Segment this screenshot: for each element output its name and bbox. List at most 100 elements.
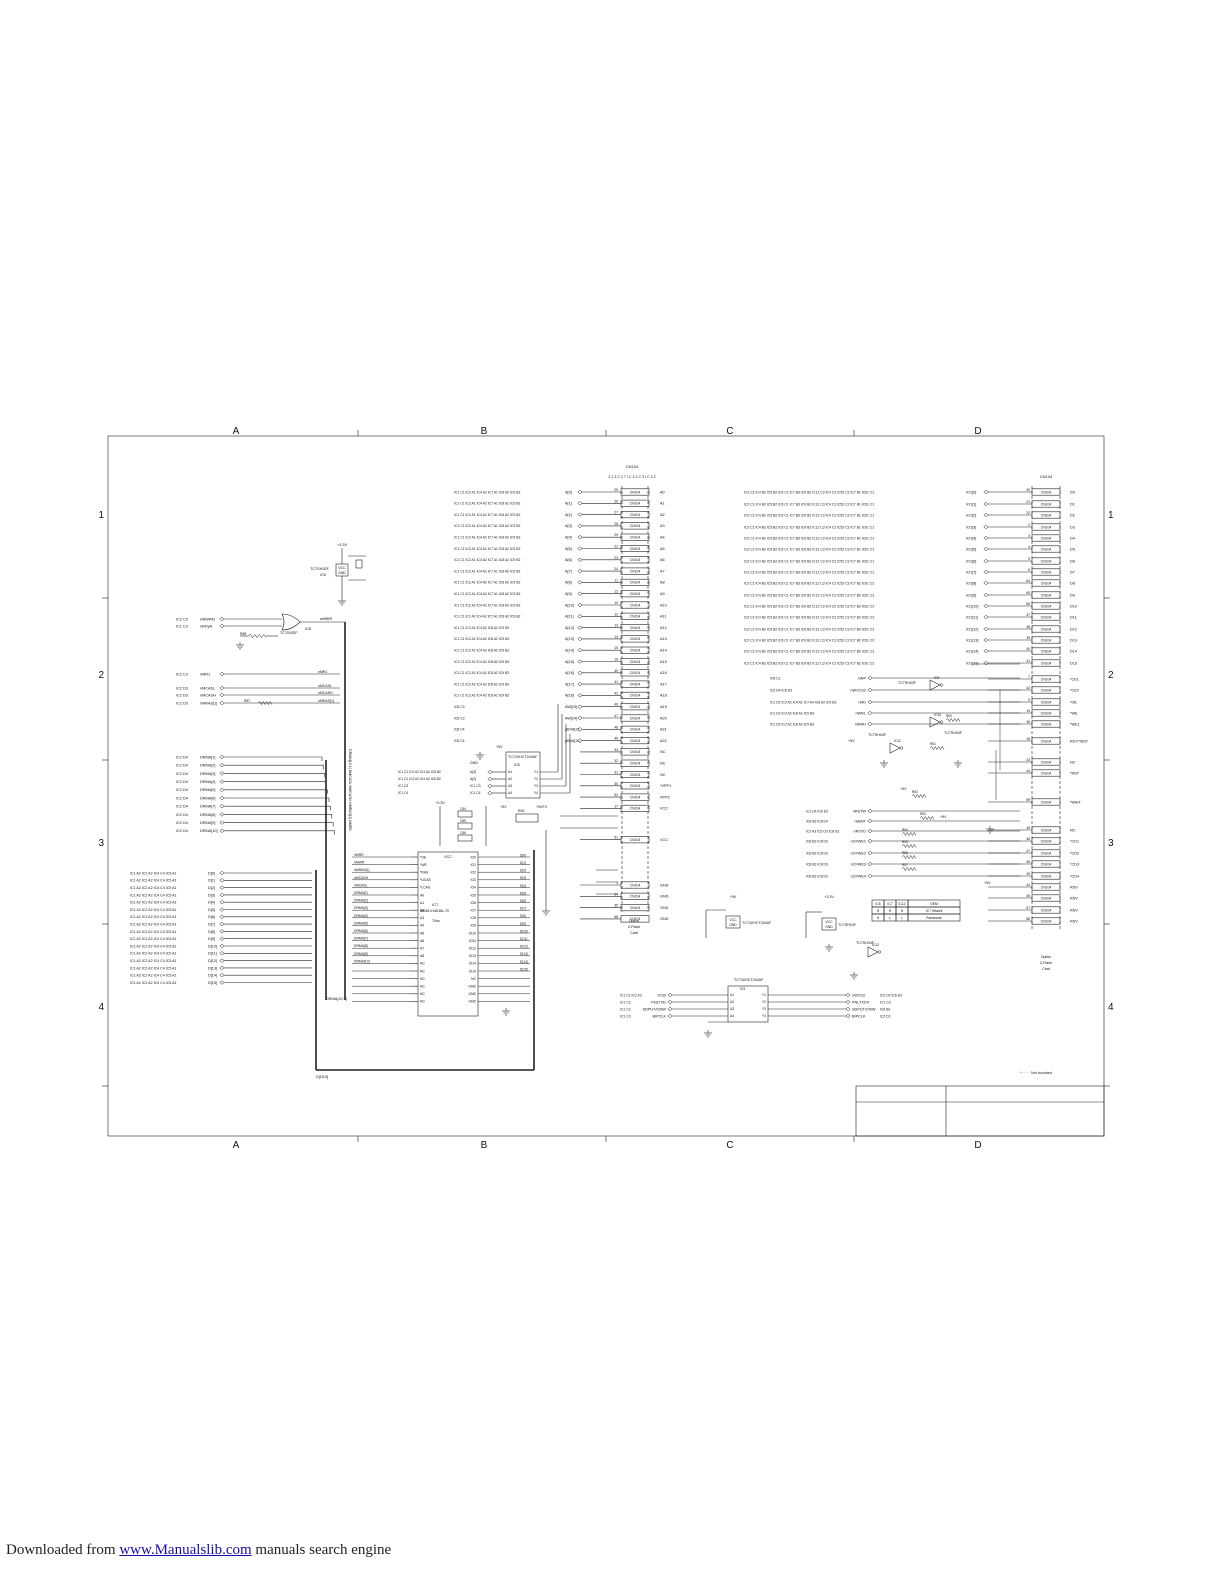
connector-pin-number: 35	[614, 904, 618, 908]
control-source-ref: IC1 D2 IC2 A2 IC4 A1 IC7 A4 IC8 A2 IC9 B…	[770, 700, 836, 704]
connector-signal-name: A[6]	[565, 558, 572, 562]
connector-pin-name: A8	[660, 581, 665, 585]
dram-left-pin-name: A0	[420, 893, 424, 897]
dram-right-pin-name: GND	[468, 1000, 476, 1004]
connector-cell-label: CN104	[630, 917, 641, 921]
dbus-source-ref: IC1 A2 IC2 A2 IC4 C4 IC5 A1	[130, 879, 177, 883]
resistor-zigzag	[901, 866, 917, 872]
connector-signal-name: IO1[4]	[966, 536, 976, 540]
connector-port-icon	[577, 602, 583, 608]
connector-pin-name: D10	[1070, 604, 1077, 608]
connector-port-icon	[577, 681, 583, 687]
connector-pin-number: 59	[1026, 798, 1030, 802]
connector-signal-name: IO1[0]	[966, 490, 976, 494]
power-label: +5V	[500, 805, 507, 809]
connector-signal-name: A[18]	[565, 694, 574, 698]
dram-input-label: DRMA[8]	[354, 944, 368, 948]
bottom-source-ref: IC1 C3	[620, 1007, 631, 1011]
buffer-input-name: IC1 C3	[470, 784, 481, 788]
bottom-port-icon	[667, 1006, 673, 1012]
connector-pin-name: *RST	[1070, 771, 1080, 775]
connector-cell-label: CN104	[630, 705, 641, 709]
dram-data-label: D[7]	[520, 907, 526, 911]
connector-signal-source: IC1 C1 IC2 A1 IC4 A2 IC7 A1 IC8 A2 IC9 B…	[454, 536, 520, 540]
connector-cell-label: CN104	[1041, 760, 1052, 764]
buffer-ic-bottom-body	[727, 985, 769, 1023]
dbus-name: D[7]	[208, 923, 215, 927]
control-signal-name: nWRH	[855, 722, 866, 726]
connector-cell-label: CN104	[1041, 502, 1052, 506]
resistor-zigzag	[919, 815, 935, 821]
power-label: +5V	[848, 739, 855, 743]
dbus-source-ref: IC1 A2 IC2 A2 IC4 C4 IC5 A1	[130, 915, 177, 919]
connector-signal-name: IO1[10]	[966, 604, 978, 608]
dram-vcc-label: VCC	[444, 855, 452, 859]
connector-port-icon	[983, 512, 989, 518]
dram-right-pin-name: IO0	[471, 855, 477, 859]
manualslib-link[interactable]: www.Manualslib.com	[119, 1542, 252, 1558]
connector-signal-source: IC1 C1 IC2 A1 IC4 A2 IC7 A1 IC8 A2 IC9 B…	[454, 558, 520, 562]
dram-data-label: D[8]	[520, 914, 526, 918]
connector-cell-label: CN104	[630, 490, 641, 494]
resistor-icon	[929, 745, 945, 751]
vcc-label: VCC	[825, 920, 833, 924]
connector-pin-name: A12	[660, 626, 667, 630]
connector-pin-number: 23	[614, 556, 618, 560]
dbus-port-icon	[219, 885, 225, 890]
connector-cell-label: CN104	[1041, 851, 1052, 855]
connector-pin-name: RSV	[1070, 896, 1078, 900]
signal-source-ref: IC2 D3	[176, 693, 188, 697]
connector-pin-number: 46	[614, 703, 618, 707]
connector-cell-label: CN104	[630, 716, 641, 720]
dram-input-label: nMRAS[1]	[354, 868, 370, 872]
bottom-out-port-icon	[845, 1013, 851, 1019]
connector-signal-name: IO1[15]	[966, 661, 978, 665]
dbus-source-ref: IC1 A2 IC2 A2 IC4 C4 IC5 A1	[130, 974, 177, 978]
bus-entry-label: nMRAS[1]	[318, 699, 334, 703]
dram-left-pin-name: A8	[420, 954, 424, 958]
connector-pin-number: 21	[1026, 500, 1030, 504]
ic-supply-box	[725, 915, 741, 929]
connector-signal-source: IC1 C1 IC2 A2 IC4 A2 IC8 A2 IC9 B2	[454, 626, 509, 630]
connector-signal-source: IC2 C1 IC4 B2 IC5 B2 IC6 C1 IC7 B3 IC9 B…	[744, 525, 874, 529]
cap-ref: C85	[460, 819, 466, 823]
dbus-source-ref: IC1 A2 IC2 A2 IC4 C4 IC5 A1	[130, 886, 177, 890]
bus-entry-label: nMR1	[318, 670, 327, 674]
connector-signal-name: IO1[13]	[966, 638, 978, 642]
dbus-name: D[4]	[208, 901, 215, 905]
buffer-part-label: TC74VHCT244AF	[742, 921, 772, 925]
connector-signal-source: IC2 C1 IC4 B2 IC5 B2 IC6 C1 IC7 B3 IC9 B…	[744, 627, 874, 631]
control-source-ref: IC2 D4 IC8 D3	[770, 688, 792, 692]
row-label-left: 3	[98, 838, 104, 849]
connector-cell-label: CN104	[630, 750, 641, 754]
buffer-port-icon	[487, 783, 493, 789]
connector-signal-name: IO1[7]	[966, 570, 976, 574]
connector-pin-number: 9	[1028, 698, 1030, 702]
connector-cell-label: CN104	[1041, 638, 1052, 642]
connector-cell-label: CN104	[1041, 570, 1052, 574]
connector-cell-label: CN104	[630, 569, 641, 573]
connector-cell-label: CN104	[630, 807, 641, 811]
connector-pin-name: A13	[660, 637, 667, 641]
footer-prefix: Downloaded from	[6, 1542, 120, 1558]
dram-ic-label: IC7	[432, 902, 439, 907]
connector-signal-source: IC2 C1 IC4 B2 IC5 B2 IC6 C1 IC7 B3 IC9 B…	[744, 593, 874, 597]
connector-pin-number: 45	[1026, 826, 1030, 830]
dbus-name: D[12]	[208, 959, 217, 963]
buffer-part-label: TC74VHCT244AF	[508, 755, 538, 759]
connector-signal-source: IC1 C1 IC2 A2 IC4 A2 IC8 A2 IC9 B2	[454, 671, 509, 675]
buffer-out-pin: Y1	[762, 993, 766, 997]
power-label: +5V	[984, 881, 991, 885]
power-label: +5VFC	[536, 805, 548, 809]
connector-signal-source: IC1 C1 IC2 A1 IC4 A2 IC7 A1 IC8 A2 IC9 B…	[454, 524, 520, 528]
connector-cell-label: CN104	[630, 762, 641, 766]
connector-signal-name: AW[23]	[565, 705, 577, 709]
buffer-input-name: IC1 C4	[470, 791, 481, 795]
gnd-label: GND	[470, 761, 478, 765]
dram-input-label: DRMA[6]	[354, 929, 368, 933]
control-source-ref: IC8 B3 IC8 D4	[806, 819, 828, 823]
connector-port-icon	[983, 501, 989, 507]
dbus-port-icon	[219, 973, 225, 978]
connector-signal-source: IC1 C1 IC2 A2 IC4 A2 IC7 A1 IC8 A2 IC9 B…	[454, 615, 520, 619]
